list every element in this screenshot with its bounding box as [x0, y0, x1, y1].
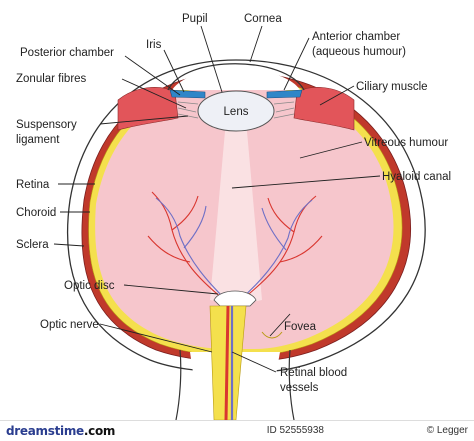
label-anterior-chamber-2: (aqueous humour) — [312, 46, 406, 58]
label-vitreous-humour: Vitreous humour — [364, 137, 448, 149]
label-iris: Iris — [146, 39, 162, 51]
label-zonular-fibres: Zonular fibres — [16, 73, 87, 85]
label-suspensory-2: ligament — [16, 134, 60, 146]
label-optic-nerve: Optic nerve — [40, 319, 99, 331]
label-cornea: Cornea — [244, 13, 282, 25]
retinal-vessels — [147, 191, 323, 301]
label-retinal-blood-2: vessels — [280, 382, 319, 394]
label-retina: Retina — [16, 179, 50, 191]
central-artery — [224, 305, 230, 421]
lens-label: Lens — [224, 106, 249, 118]
iris-right — [266, 89, 303, 99]
label-sclera: Sclera — [16, 239, 49, 251]
hyaloid-canal — [210, 120, 262, 305]
label-hyaloid-canal: Hyaloid canal — [382, 171, 451, 183]
label-pupil: Pupil — [182, 13, 208, 25]
label-suspensory-1: Suspensory — [16, 119, 77, 131]
label-ciliary-muscle: Ciliary muscle — [356, 81, 428, 93]
iris-left — [169, 89, 206, 99]
label-optic-disc: Optic disc — [64, 280, 115, 292]
fovea — [261, 331, 283, 339]
label-anterior-chamber-1: Anterior chamber — [312, 31, 400, 43]
leader-lines — [53, 25, 381, 373]
copyright: © Legger — [426, 425, 468, 436]
label-retinal-blood-1: Retinal blood — [280, 367, 347, 379]
optic-nerve-sheath — [175, 349, 295, 421]
optic-disc — [213, 290, 257, 307]
zonular-fibres — [177, 101, 295, 119]
brand-logo: dreamstime.com — [6, 424, 116, 438]
label-choroid: Choroid — [16, 207, 56, 219]
label-posterior-chamber: Posterior chamber — [20, 47, 114, 59]
eyeball — [66, 59, 426, 373]
ciliary-muscle-right — [293, 87, 355, 131]
image-id: ID 52555938 — [266, 425, 324, 436]
stock-footer: dreamstime.com ID 52555938 © Legger — [0, 420, 474, 441]
label-fovea: Fovea — [284, 321, 317, 333]
anterior-chamber — [172, 69, 300, 90]
lens — [197, 90, 275, 132]
